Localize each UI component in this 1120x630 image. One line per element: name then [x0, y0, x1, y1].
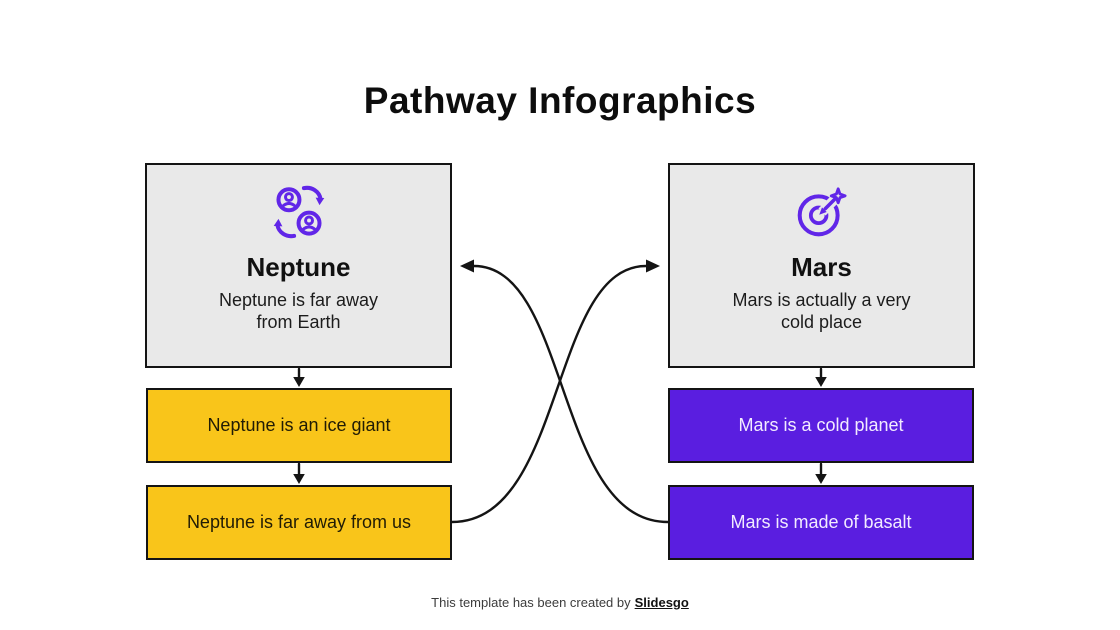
arrowhead-left [460, 259, 474, 273]
footer-text: This template has been created by [431, 595, 631, 610]
subtitle-line: from Earth [256, 311, 341, 332]
card-title-mars: Mars [791, 252, 852, 282]
arrowhead-down [815, 377, 827, 387]
step-neptune-1: Neptune is an ice giant [146, 388, 452, 463]
arrowhead-right [646, 259, 660, 273]
users-exchange-icon [270, 183, 328, 241]
page-title: Pathway Infographics [363, 80, 757, 121]
subtitle-line: Mars is actually a very [732, 289, 911, 310]
step-mars-1: Mars is a cold planet [668, 388, 974, 463]
card-title-neptune: Neptune [246, 252, 351, 282]
card-neptune: Neptune Neptune is far away from Earth [145, 163, 452, 368]
card-mars: Mars Mars is actually a very cold place [668, 163, 975, 368]
step-mars-2: Mars is made of basalt [668, 485, 974, 560]
slidesgo-link[interactable]: Slidesgo [634, 595, 689, 610]
card-subtitle-neptune: Neptune is far away from Earth [219, 289, 378, 333]
cross-arrow-to-neptune [472, 264, 670, 524]
arrowhead-down [293, 474, 305, 484]
cross-arrow-to-mars [450, 264, 648, 524]
arrowhead-down [293, 377, 305, 387]
target-dart-icon [793, 183, 851, 241]
subtitle-line: cold place [780, 311, 863, 332]
card-subtitle-mars: Mars is actually a very cold place [732, 289, 910, 333]
subtitle-line: Neptune is far away [218, 289, 379, 310]
users-exchange-icon-svg [273, 185, 324, 239]
target-dart-icon-svg [797, 187, 847, 237]
arrowhead-down [815, 474, 827, 484]
step-neptune-2: Neptune is far away from us [146, 485, 452, 560]
